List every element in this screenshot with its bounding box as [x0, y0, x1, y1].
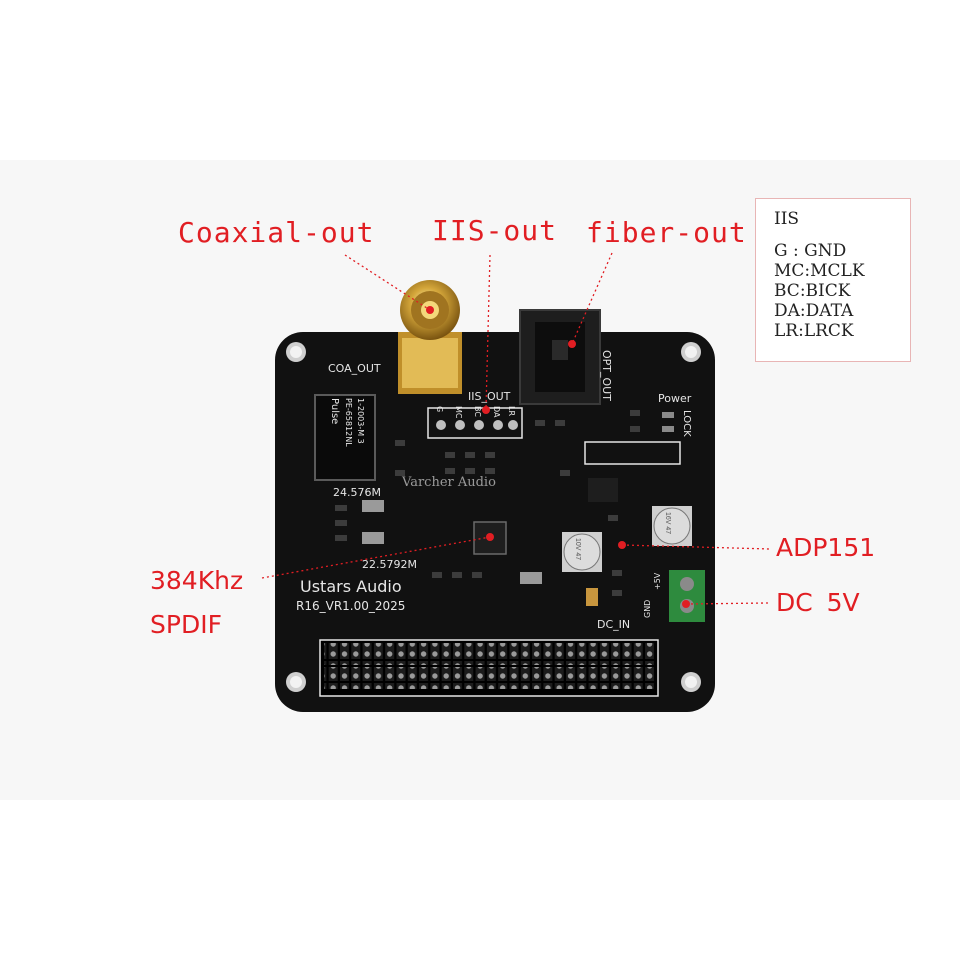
silk-pin-da: DA: [492, 406, 501, 418]
callout-adp151: ADP151: [776, 533, 876, 562]
iis-legend-row: DA:DATA: [774, 301, 854, 321]
silk-transformer-part: PE-65812NL: [344, 398, 353, 447]
pulse-transformer: [314, 394, 376, 481]
crystal-22m: [362, 532, 384, 544]
silk-dc-in: DC_IN: [597, 618, 630, 631]
lock-led: [662, 426, 674, 432]
silk-crystal-2: 22.5792M: [362, 558, 417, 571]
spdif-chip: [473, 521, 507, 555]
silk-plus5v: +5V: [653, 572, 662, 590]
silk-pin-lr: LR: [507, 406, 516, 416]
callout-leaders: [261, 252, 771, 605]
silk-watermark: Varcher Audio: [401, 475, 496, 490]
iis-header: [427, 407, 523, 439]
silk-pulse: Pulse: [329, 398, 340, 424]
callout-coaxial-out: Coaxial-out: [178, 216, 375, 249]
silk-crystal-1: 24.576M: [333, 486, 381, 499]
silk-opt-out: OPT_OUT: [600, 350, 613, 401]
callout-fiber-out: fiber-out: [586, 216, 747, 249]
callout-dc-5v: DC 5V: [776, 588, 860, 617]
silk-iis-out: IIS_OUT: [468, 390, 511, 403]
iis-legend-row: MC:MCLK: [774, 261, 865, 281]
silk-gnd: GND: [643, 600, 652, 618]
cap-2-marking: 10V 47: [574, 538, 581, 560]
callout-dots: [426, 306, 690, 608]
silk-pin-bc: BC: [473, 406, 482, 417]
smd-components: [335, 410, 640, 596]
silk-version: R16_VR1.00_2025: [296, 599, 405, 613]
cap-1-marking: 16V 47: [664, 512, 671, 534]
mounting-holes: [286, 342, 701, 692]
crystal-24m: [362, 500, 384, 512]
iis-legend-row: BC:BICK: [774, 281, 851, 301]
silk-pin-g: G: [435, 406, 444, 412]
silk-coa-out: COA_OUT: [328, 362, 381, 375]
iis-legend-row: G : GND: [774, 241, 847, 261]
callout-iis-out: IIS-out: [432, 214, 558, 247]
optical-connector: [519, 309, 601, 405]
power-led: [662, 412, 674, 418]
silk-power: Power: [658, 392, 692, 405]
silk-brand: Ustars Audio: [300, 577, 402, 596]
silk-pin-mc: MC: [454, 406, 463, 419]
capacitor-1: [652, 506, 692, 546]
gpio-pins-bottom: [324, 667, 654, 689]
silk-transformer-code: 1-2003-M 3: [356, 398, 365, 444]
capacitor-2: [562, 532, 602, 572]
dc-terminal: [669, 570, 705, 622]
iis-legend-title: IIS: [774, 209, 800, 229]
aux-header: [584, 441, 681, 465]
iis-legend: IIS G : GND MC:MCLK BC:BICK DA:DATA LR:L…: [755, 198, 911, 362]
iis-legend-row: LR:LRCK: [774, 321, 854, 341]
gpio-pins-top: [324, 643, 654, 665]
callout-spdif: SPDIF: [150, 610, 222, 639]
silk-lock: LOCK: [681, 410, 692, 437]
callout-rate: 384Khz: [150, 566, 244, 595]
crystal-small: [520, 572, 542, 584]
rca-connector: [398, 280, 462, 394]
tantalum-cap: [586, 588, 598, 606]
